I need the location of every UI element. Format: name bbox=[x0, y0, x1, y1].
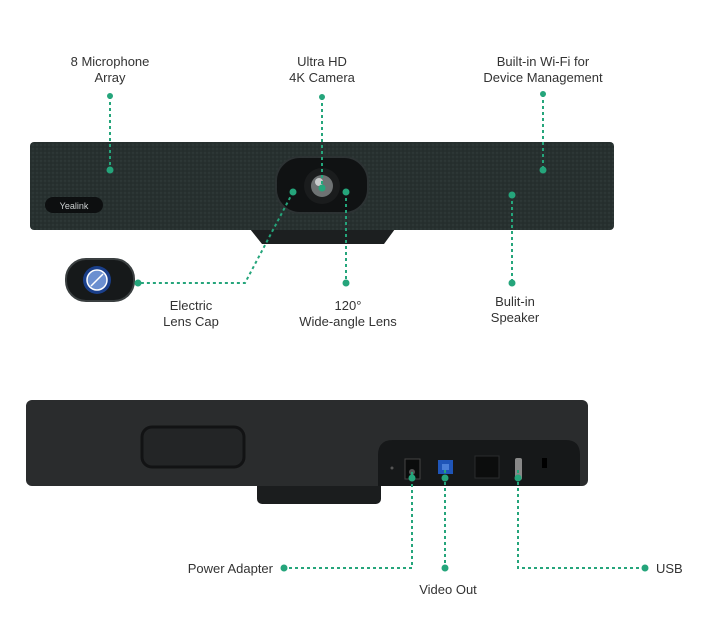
label-video-out: Video Out bbox=[419, 582, 477, 597]
back-device bbox=[26, 400, 588, 504]
label-usb: USB bbox=[656, 561, 683, 576]
label-line: 4K Camera bbox=[289, 70, 355, 85]
lens-cap-image bbox=[65, 258, 135, 302]
label-4k-camera: Ultra HD 4K Camera bbox=[252, 54, 392, 86]
label-line: Array bbox=[94, 70, 126, 85]
label-microphone-array: 8 Microphone Array bbox=[40, 54, 180, 86]
label-speaker: Bulit-in Speaker bbox=[455, 294, 575, 326]
label-line: Speaker bbox=[490, 310, 540, 325]
yealink-logo: Yealink bbox=[60, 201, 89, 211]
label-wide-angle-lens: 120° Wide-angle Lens bbox=[278, 298, 418, 330]
label-line: Lens Cap bbox=[163, 314, 219, 329]
callout-dots bbox=[106, 91, 649, 572]
lock-slot bbox=[542, 458, 547, 468]
label-line: 8 Microphone bbox=[70, 54, 150, 69]
label-line: Device Management bbox=[483, 70, 603, 85]
callout-lines bbox=[109, 94, 645, 569]
label-wifi: Built-in Wi-Fi for Device Management bbox=[463, 54, 623, 86]
back-grip bbox=[140, 425, 246, 469]
label-line: Ultra HD bbox=[297, 54, 347, 69]
label-line: 120° bbox=[334, 298, 362, 313]
label-line: Wide-angle Lens bbox=[299, 314, 397, 329]
label-power-adapter: Power Adapter bbox=[187, 561, 273, 576]
ethernet-port bbox=[474, 455, 500, 479]
label-line: Built-in Wi-Fi for bbox=[496, 54, 590, 69]
label-line: Bulit-in bbox=[495, 294, 535, 309]
usb-port bbox=[515, 458, 522, 480]
label-line: Electric bbox=[169, 298, 213, 313]
yealink-logo-badge bbox=[45, 197, 103, 213]
label-lens-cap: Electric Lens Cap bbox=[131, 298, 251, 330]
